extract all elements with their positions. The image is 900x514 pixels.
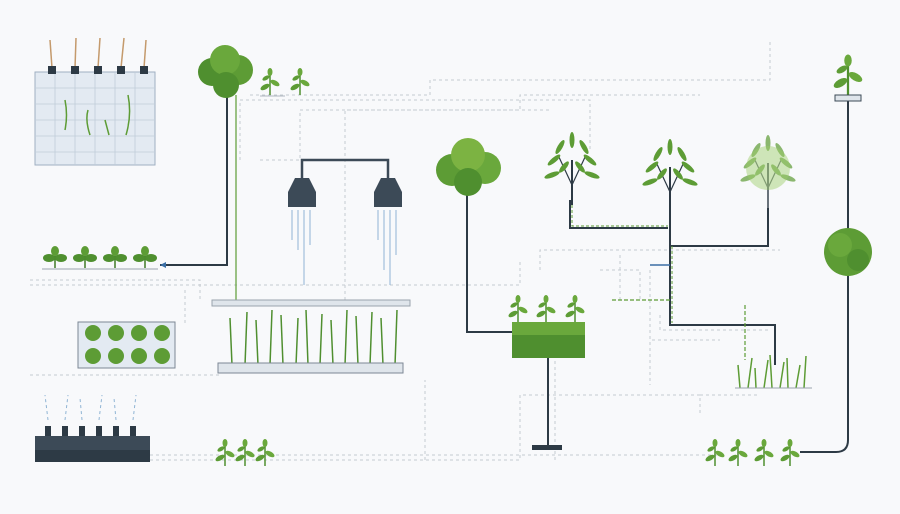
tree-icon (436, 138, 512, 333)
hydroponic-bed-icon (211, 299, 411, 374)
shower-head-icon (288, 158, 402, 285)
shrub-icon (735, 354, 812, 389)
seedling-icon (213, 438, 277, 467)
dashed-connectors (30, 40, 780, 461)
tree-icon (800, 100, 872, 453)
seedling-icon (258, 67, 312, 97)
seed-tray-icon (34, 37, 156, 166)
seedling-icon (831, 53, 865, 102)
tree-icon (160, 45, 253, 300)
seedling-icon (703, 438, 802, 467)
grass-plot-icon (506, 294, 587, 450)
sprinkler-bar-icon (35, 394, 150, 462)
tree-icon (542, 131, 798, 365)
seedling-row (42, 245, 158, 270)
lettuce-tray-icon (77, 321, 176, 369)
